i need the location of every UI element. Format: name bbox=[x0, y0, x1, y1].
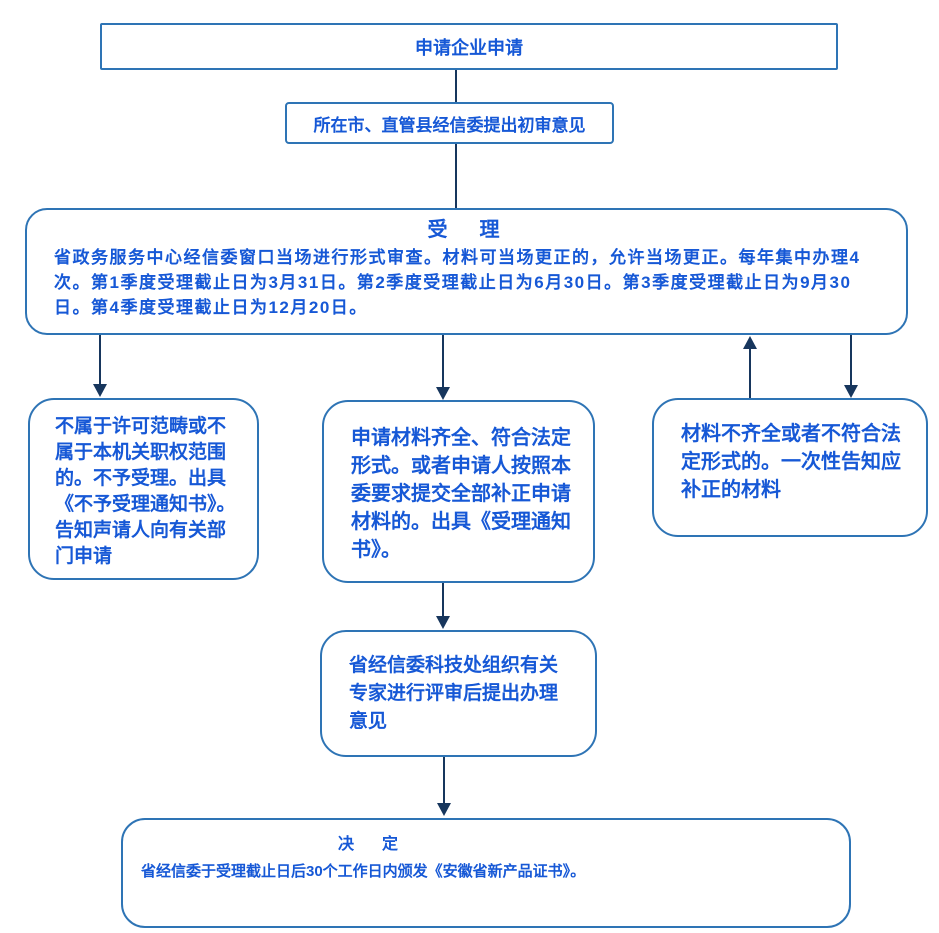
arrowhead-down-icon bbox=[93, 384, 107, 397]
node-complete-label: 申请材料齐全、符合法定形式。或者申请人按照本委要求提交全部补正申请材料的。出具《… bbox=[351, 427, 571, 561]
arrow-line bbox=[99, 335, 101, 384]
node-materials-complete: 申请材料齐全、符合法定形式。或者申请人按照本委要求提交全部补正申请材料的。出具《… bbox=[322, 400, 595, 583]
arrowhead-down-icon bbox=[844, 385, 858, 398]
node-decision: 决 定 省经信委于受理截止日后30个工作日内颁发《安徽省新产品证书》。 bbox=[121, 818, 851, 928]
decision-inner: 决 定 省经信委于受理截止日后30个工作日内颁发《安徽省新产品证书》。 bbox=[141, 834, 601, 884]
node-review-label: 省经信委科技处组织有关专家进行评审后提出办理意见 bbox=[349, 655, 559, 732]
arrow-line bbox=[443, 757, 445, 803]
arrow-complete-to-review bbox=[436, 583, 450, 629]
decision-title: 决 定 bbox=[337, 836, 404, 853]
arrow-accept-to-complete bbox=[436, 335, 450, 400]
accept-body: 省政务服务中心经信委窗口当场进行形式审查。材料可当场更正的，允许当场更正。每年集… bbox=[54, 248, 861, 317]
arrow-line bbox=[850, 335, 852, 385]
accept-title: 受 理 bbox=[427, 219, 506, 241]
arrow-accept-to-incomplete bbox=[844, 335, 858, 398]
node-apply: 申请企业申请 bbox=[100, 23, 838, 70]
node-reject-label: 不属于许可范畴或不属于本机关职权范围的。不予受理。出具《不予受理通知书》。告知声… bbox=[55, 416, 236, 567]
arrow-line bbox=[442, 583, 444, 616]
node-apply-label: 申请企业申请 bbox=[415, 37, 523, 58]
arrowhead-down-icon bbox=[436, 616, 450, 629]
arrowhead-down-icon bbox=[436, 387, 450, 400]
arrow-line bbox=[749, 349, 751, 398]
decision-body: 省经信委于受理截止日后30个工作日内颁发《安徽省新产品证书》。 bbox=[141, 863, 586, 880]
arrowhead-up-icon bbox=[743, 336, 757, 349]
node-expert-review: 省经信委科技处组织有关专家进行评审后提出办理意见 bbox=[320, 630, 597, 757]
node-reject: 不属于许可范畴或不属于本机关职权范围的。不予受理。出具《不予受理通知书》。告知声… bbox=[28, 398, 259, 580]
arrow-line bbox=[442, 335, 444, 387]
connector-preliminary-accept bbox=[455, 144, 457, 209]
arrowhead-down-icon bbox=[437, 803, 451, 816]
node-preliminary-label: 所在市、直管县经信委提出初审意见 bbox=[313, 115, 586, 135]
arrow-review-to-decision bbox=[437, 757, 451, 816]
arrow-incomplete-to-accept bbox=[743, 336, 757, 398]
node-incomplete-label: 材料不齐全或者不符合法定形式的。一次性告知应补正的材料 bbox=[681, 423, 901, 501]
node-accept: 受 理 省政务服务中心经信委窗口当场进行形式审查。材料可当场更正的，允许当场更正… bbox=[25, 208, 908, 335]
node-materials-incomplete: 材料不齐全或者不符合法定形式的。一次性告知应补正的材料 bbox=[652, 398, 928, 537]
connector-apply-preliminary bbox=[455, 70, 457, 103]
node-preliminary-review: 所在市、直管县经信委提出初审意见 bbox=[285, 102, 614, 144]
arrow-accept-to-reject bbox=[93, 335, 107, 397]
